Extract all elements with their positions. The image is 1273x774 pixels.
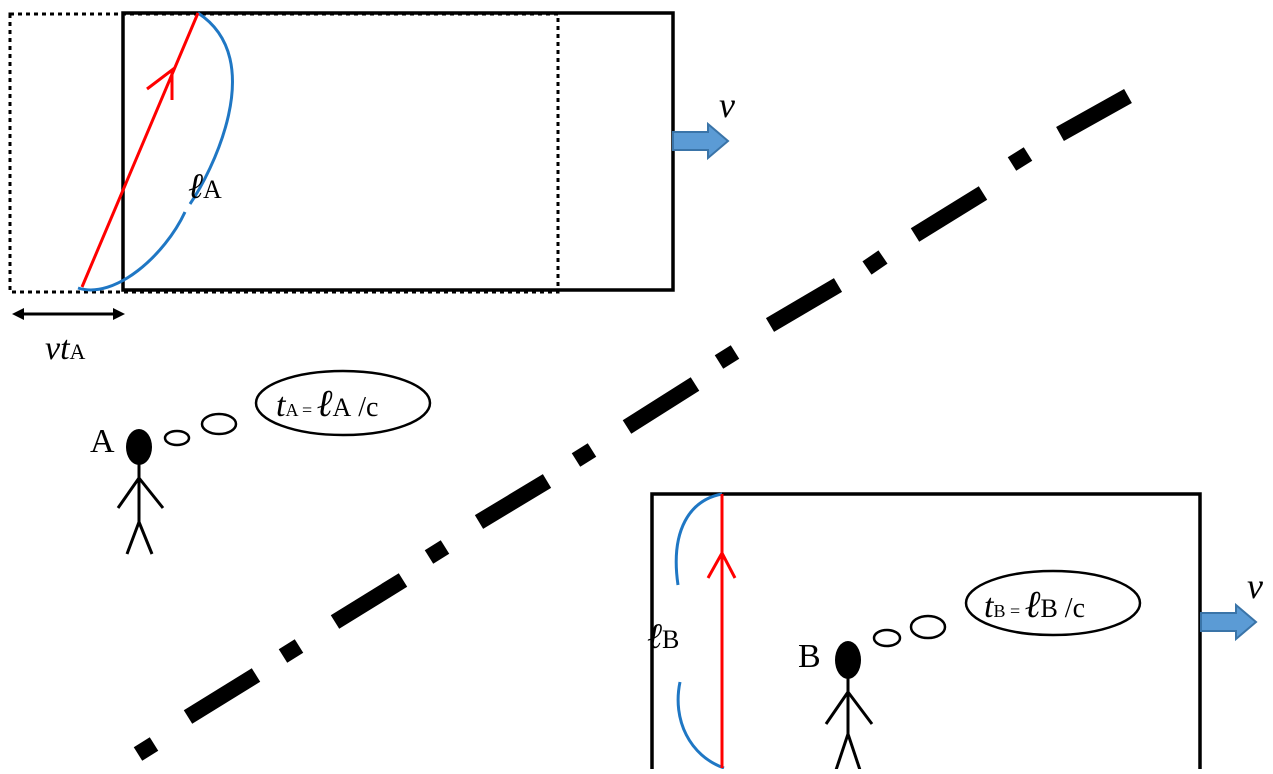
- observer-a-thought-bubble: [254, 369, 432, 437]
- divider-segment: [862, 250, 888, 275]
- divider-segment: [571, 443, 597, 467]
- observer-b-thought-bubble-medium: [909, 614, 947, 640]
- observer-b-thought-bubble-small: [872, 628, 902, 648]
- frame-divider-dashdot-line: [133, 89, 1132, 761]
- divider-segment: [1007, 147, 1033, 171]
- divider-segment: [910, 186, 988, 242]
- frame-a-path-length-arc-lower: [77, 211, 187, 292]
- frame-a: ℓA v vtA: [8, 11, 735, 367]
- observer-a-thought-bubble-medium: [200, 412, 238, 436]
- frame-b-velocity-label: v: [1247, 566, 1263, 606]
- observer-a-thought-bubble-small: [163, 429, 191, 447]
- divider-segment: [424, 540, 450, 564]
- frame-a-light-path-arrowhead: [146, 66, 174, 100]
- divider-segment: [622, 377, 700, 434]
- observer-a-thought-equation: tA = ℓA /c: [276, 383, 378, 425]
- observer-a: A tA = ℓA /c: [90, 369, 432, 555]
- frame-a-box: [121, 11, 675, 292]
- frame-a-displacement-label: vtA: [45, 330, 86, 367]
- frame-a-path-length-label: ℓA: [188, 166, 222, 206]
- frame-b-path-length-arc-lower: [676, 681, 725, 769]
- frame-a-velocity-label: v: [719, 85, 735, 125]
- frame-b-box: [650, 492, 1202, 769]
- observer-b-thought-bubble: [964, 569, 1142, 637]
- divider-segment: [183, 668, 261, 724]
- divider-segment: [330, 573, 408, 629]
- frame-b-velocity-arrow: [1200, 602, 1258, 642]
- frame-b-light-path-arrowhead: [706, 549, 737, 579]
- frame-a-displacement-arrow: [12, 308, 125, 320]
- observer-b-thought-equation: tB = ℓB /c: [984, 584, 1085, 626]
- observer-b-head: [835, 641, 861, 679]
- frame-b: ℓB v: [647, 492, 1263, 769]
- frame-a-velocity-arrow: [672, 121, 730, 161]
- divider-segment: [133, 737, 159, 761]
- divider-segment: [474, 474, 552, 529]
- divider-segment: [278, 639, 304, 663]
- frame-a-light-path: [80, 12, 200, 288]
- observer-a-stick-figure: [116, 464, 165, 555]
- frame-a-path-length-arc: [188, 11, 234, 205]
- observer-b-stick-figure: [824, 678, 874, 769]
- divider-segment: [765, 278, 843, 332]
- observer-a-head: [126, 429, 152, 465]
- divider-segment: [714, 345, 740, 369]
- observer-b-label: B: [798, 638, 821, 675]
- divider-segment: [1056, 89, 1132, 141]
- frame-a-initial-position-box: [8, 12, 560, 294]
- frame-b-path-length-arc-upper: [674, 492, 723, 586]
- observer-a-label: A: [90, 423, 115, 460]
- frame-b-path-length-label: ℓB: [647, 616, 679, 656]
- observer-b: B tB = ℓB /c: [798, 569, 1142, 769]
